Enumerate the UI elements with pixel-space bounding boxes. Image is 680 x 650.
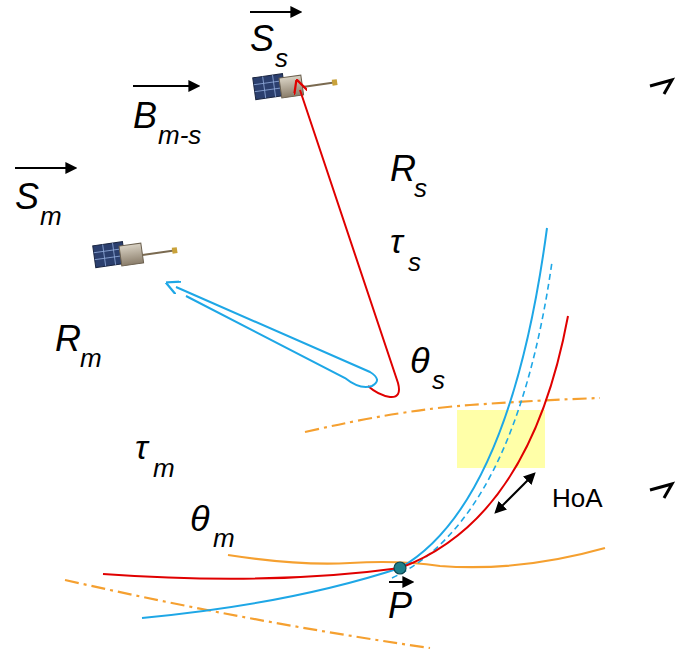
vector-symbol: B xyxy=(133,95,157,136)
range-symbol: R xyxy=(390,148,416,189)
hoa-label: HoA xyxy=(552,484,603,514)
iso-range-arc xyxy=(103,316,568,579)
highlight-area xyxy=(457,410,545,468)
angle-symbol: θ xyxy=(410,340,430,381)
subscript: s xyxy=(275,44,288,74)
vector-arrow xyxy=(389,581,412,583)
iso-range-arc-shifted xyxy=(392,262,552,578)
delay-symbol: τ xyxy=(390,222,403,261)
vector-symbol: S xyxy=(250,18,274,59)
edge-mark xyxy=(650,484,672,498)
subscript: s xyxy=(432,366,445,396)
vector-symbol: P xyxy=(388,585,412,626)
angle-symbol: θ xyxy=(190,498,210,539)
terrain-contour xyxy=(65,580,430,648)
subscript: m-s xyxy=(158,121,201,151)
vector-arrow xyxy=(15,167,75,169)
subscript: m xyxy=(80,344,102,374)
subscript: m xyxy=(40,202,62,232)
iso-range-arc xyxy=(142,228,547,618)
target-point xyxy=(394,562,406,574)
vector-arrow xyxy=(133,85,198,87)
master-ray xyxy=(176,287,377,387)
edge-mark xyxy=(650,80,672,94)
subscript: m xyxy=(213,524,235,554)
subscript: m xyxy=(153,454,175,484)
delay-symbol: τ xyxy=(135,428,148,467)
hoa-arrow xyxy=(496,474,534,512)
range-symbol: R xyxy=(55,318,81,359)
vector-arrow xyxy=(250,11,300,13)
terrain-contour xyxy=(305,398,600,432)
satellite-master xyxy=(93,234,179,269)
vector-symbol: S xyxy=(15,176,39,217)
slave-ray xyxy=(300,90,399,397)
subscript: s xyxy=(414,174,427,204)
satellite-slave xyxy=(253,66,339,101)
subscript: s xyxy=(408,248,421,278)
